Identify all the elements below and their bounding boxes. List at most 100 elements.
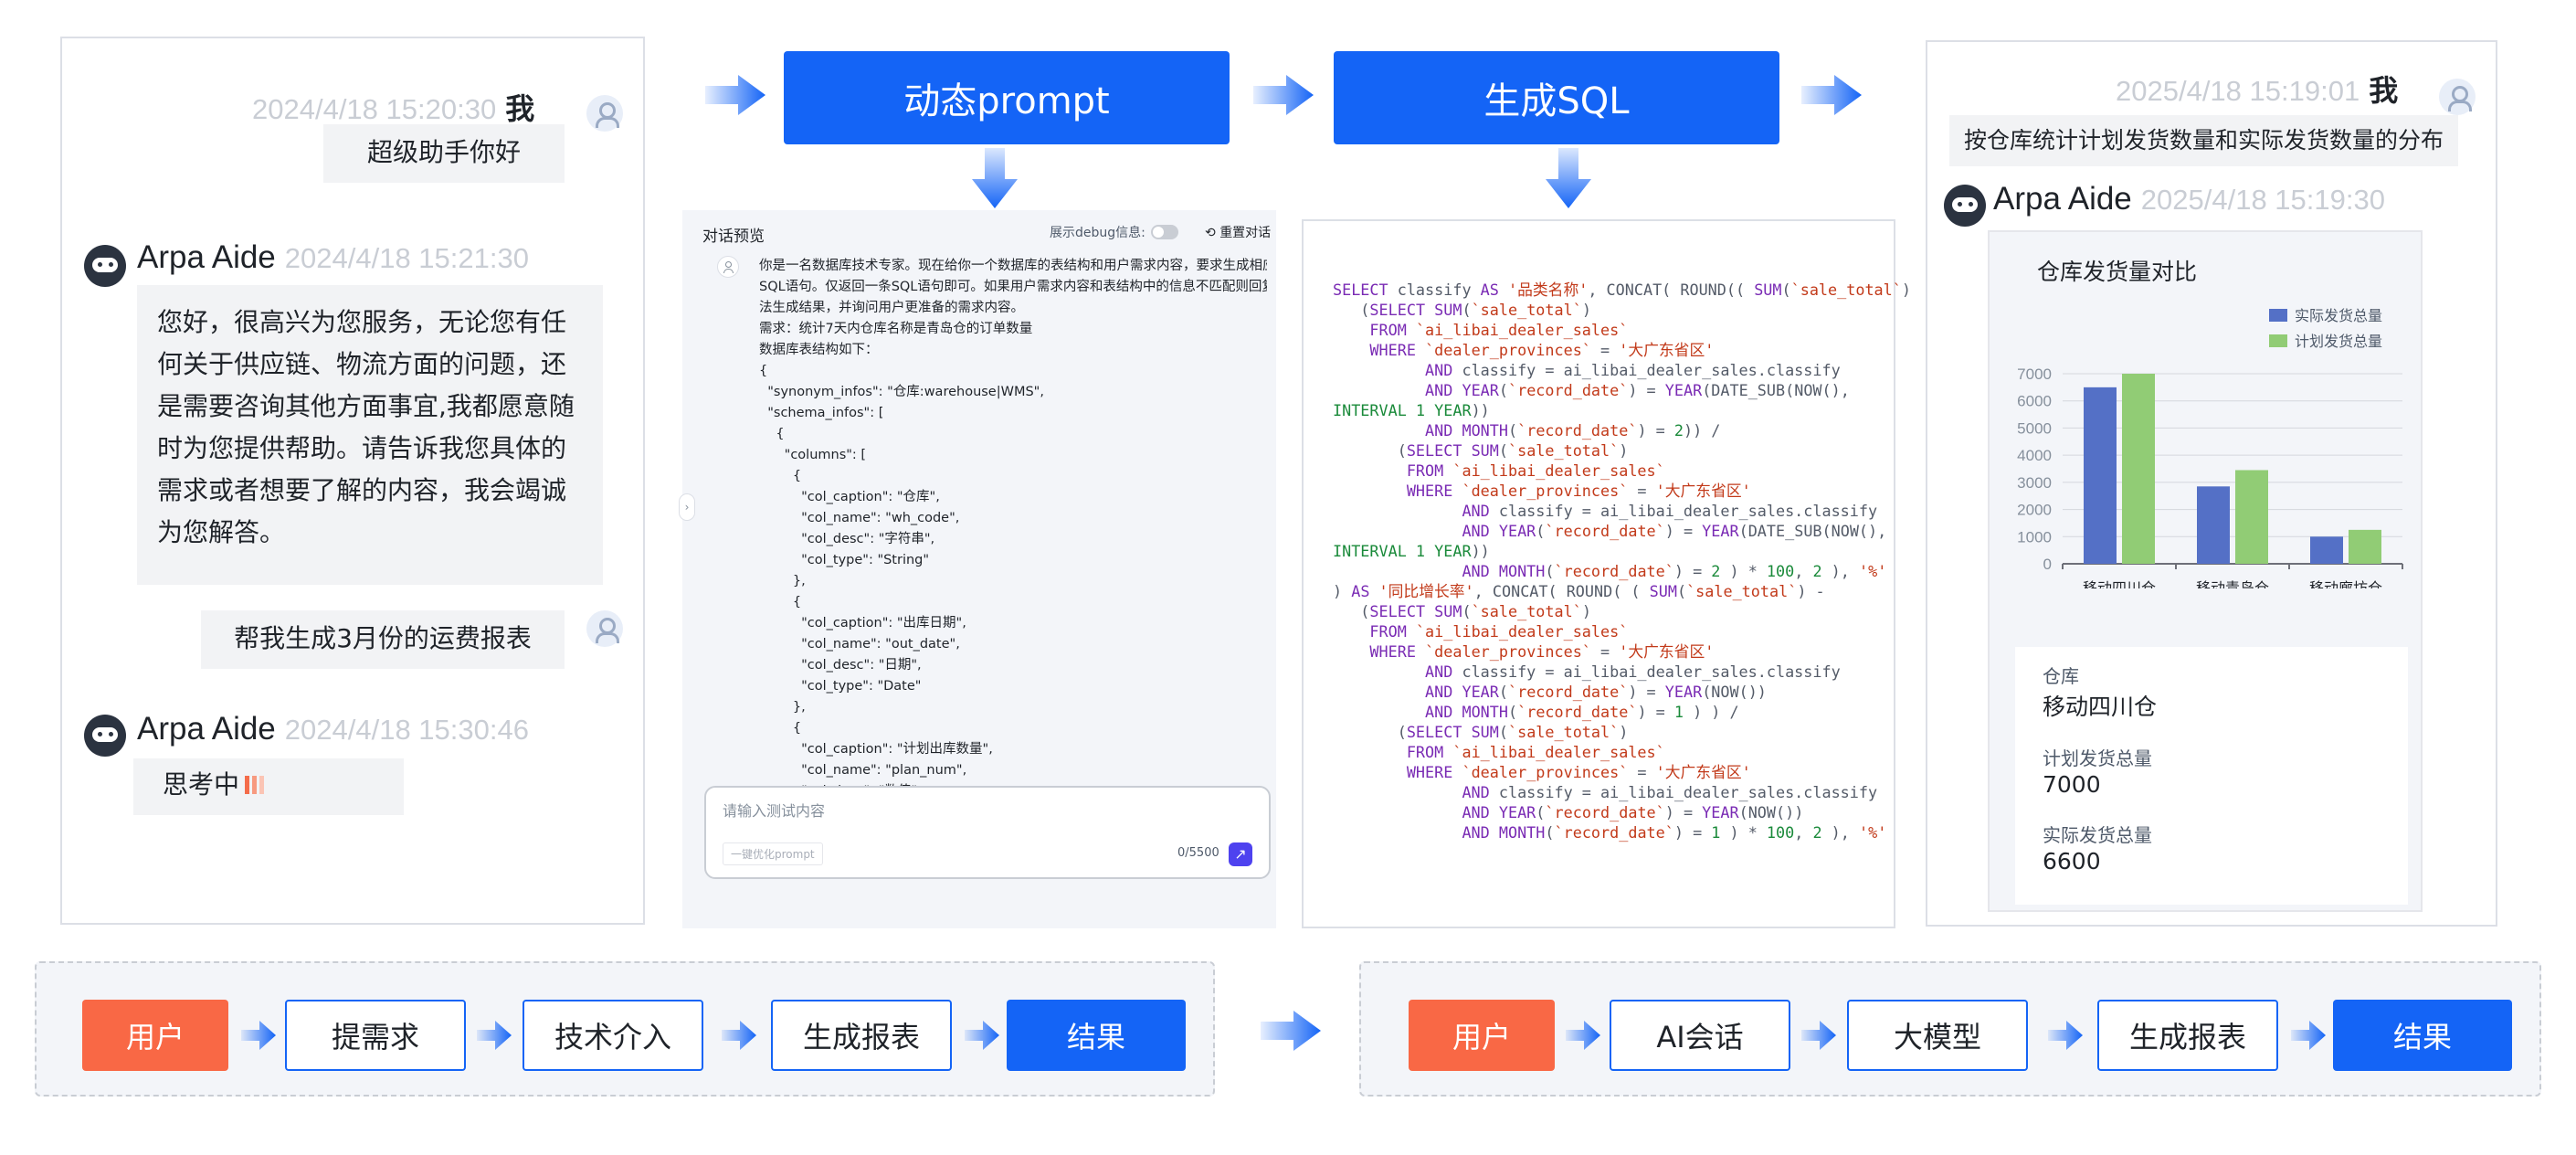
arrow-right-icon	[477, 1021, 512, 1050]
bot-avatar-icon	[84, 715, 126, 757]
x-category-label: 移动廊坊仓	[2309, 579, 2382, 588]
message-header: Arpa Aide 2025/4/18 15:19:30	[1993, 181, 2385, 217]
y-tick-label: 3000	[2017, 474, 2052, 492]
y-tick-label: 1000	[2017, 528, 2052, 546]
collapse-handle-icon[interactable]: ›	[679, 493, 695, 521]
chart-bar	[2084, 387, 2117, 564]
bot-name: Arpa Aide	[1993, 181, 2132, 217]
arrow-right-icon	[1253, 75, 1314, 115]
bar-chart: 01000200030004000500060007000移动四川仓移动青岛仓移…	[2017, 307, 2403, 588]
arrow-right-icon	[2048, 1021, 2083, 1050]
warehouse-label: 仓库	[2043, 665, 2079, 687]
debug-label: 展示debug信息:	[1050, 226, 1145, 240]
flow-node-report: 生成报表	[771, 1000, 952, 1071]
flow-node-result: 结果	[1007, 1000, 1186, 1071]
bot-avatar-icon	[84, 245, 126, 287]
sql-alias: '品类名称'	[1508, 281, 1589, 299]
thinking-text: 思考中	[163, 769, 240, 800]
chart-title: 仓库发货量对比	[2037, 259, 2198, 285]
flow-node-llm: 大模型	[1847, 1000, 2028, 1071]
arrow-down-icon	[1546, 148, 1591, 208]
sender-name: 我	[2369, 73, 2399, 108]
optimize-prompt-button[interactable]: 一键优化prompt	[723, 842, 823, 865]
arrow-right-icon	[722, 1021, 756, 1050]
plan-value: 7000	[2043, 771, 2101, 798]
arrow-right-icon	[705, 75, 765, 115]
flow-node-ai-chat: AI会话	[1610, 1000, 1790, 1071]
bot-name: Arpa Aide	[137, 239, 276, 275]
user-message-bubble: 帮我生成3月份的运费报表	[201, 610, 565, 669]
flow-node-request: 提需求	[285, 1000, 466, 1071]
chart-bar	[2349, 529, 2381, 564]
actual-value: 6600	[2043, 848, 2101, 874]
x-category-label: 移动青岛仓	[2196, 579, 2269, 588]
message-timestamp: 2024/4/18 15:30:46	[284, 714, 529, 746]
arrow-down-icon	[972, 148, 1018, 208]
user-avatar-icon	[2439, 79, 2476, 115]
y-tick-label: 7000	[2017, 366, 2052, 383]
data-tooltip-card: 仓库 移动四川仓 计划发货总量 7000 实际发货总量 6600	[2015, 647, 2408, 905]
preview-title: 对话预览	[702, 228, 765, 246]
message-timestamp: 2025/4/18 15:19:30	[2140, 184, 2385, 216]
prompt-content: 你是一名数据库技术专家。现在给你一个数据库的表结构和用户需求内容，要求生成相应的…	[759, 259, 1267, 799]
chart-bar	[2122, 374, 2155, 564]
legend-swatch	[2269, 334, 2287, 347]
send-icon[interactable]: ↗	[1229, 842, 1252, 866]
y-tick-label: 2000	[2017, 502, 2052, 519]
sender-name: 我	[505, 91, 535, 126]
result-panel: 2025/4/18 15:19:01 我 按仓库统计计划发货数量和实际发货数量的…	[1926, 40, 2497, 927]
bot-message-bubble: 您好，很高兴为您服务，无论您有任何关于供应链、物流方面的问题，还是需要咨询其他方…	[137, 285, 603, 585]
arrow-right-icon	[1801, 75, 1862, 115]
user-message-bubble: 按仓库统计计划发货数量和实际发货数量的分布	[1949, 115, 2459, 166]
reset-label: 重置对话	[1219, 226, 1272, 240]
debug-toggle[interactable]: 展示debug信息:	[1050, 223, 1178, 241]
arrow-right-icon	[1261, 1011, 1321, 1051]
chart-bar	[2310, 536, 2343, 564]
arrow-right-icon	[241, 1021, 276, 1050]
step-header-generate-sql: 生成SQL	[1334, 51, 1779, 144]
legend-label: 实际发货总量	[2295, 307, 2382, 324]
bot-name: Arpa Aide	[137, 711, 276, 747]
y-tick-label: 5000	[2017, 419, 2052, 437]
sql-province: '大广东省区'	[1619, 341, 1715, 359]
arrow-right-icon	[1566, 1021, 1600, 1050]
message-header: Arpa Aide 2024/4/18 15:21:30	[137, 239, 529, 276]
loading-icon	[245, 765, 267, 807]
test-input-box[interactable]: 请输入测试内容 一键优化prompt 0/5500 ↗	[704, 786, 1271, 879]
input-placeholder[interactable]: 请输入测试内容	[723, 802, 826, 820]
legend-label: 计划发货总量	[2295, 333, 2382, 350]
bot-avatar-icon	[1944, 185, 1986, 227]
sql-panel: SELECT classify AS '品类名称', CONCAT( ROUND…	[1302, 219, 1911, 928]
warehouse-value: 移动四川仓	[2043, 694, 2158, 720]
arrow-right-icon	[965, 1021, 999, 1050]
message-header: Arpa Aide 2024/4/18 15:30:46	[137, 711, 529, 747]
actual-label: 实际发货总量	[2043, 824, 2152, 846]
flow-node-user: 用户	[82, 1000, 228, 1071]
sql-code: SELECT classify AS '品类名称', CONCAT( ROUND…	[1333, 281, 1911, 842]
chart-bar	[2235, 470, 2268, 564]
user-avatar-icon	[586, 610, 623, 647]
message-header: 2025/4/18 15:19:01 我	[2116, 68, 2398, 110]
prompt-preview-panel: 对话预览 展示debug信息: ⟲ 重置对话 你是一名数据库技术专家。现在给你一…	[679, 210, 1276, 928]
user-avatar-icon	[586, 95, 623, 132]
legend-swatch	[2269, 309, 2287, 322]
step-header-dynamic-prompt: 动态prompt	[784, 51, 1230, 144]
arrow-right-icon	[2291, 1021, 2326, 1050]
toggle-switch[interactable]	[1150, 225, 1178, 239]
message-timestamp: 2024/4/18 15:21:30	[284, 242, 529, 274]
sql-alias: '同比增长率'	[1378, 582, 1474, 600]
chart-bar	[2197, 486, 2230, 564]
user-message-bubble: 超级助手你好	[323, 124, 565, 183]
reset-conversation-button[interactable]: ⟲ 重置对话	[1205, 223, 1271, 241]
flow-node-tech: 技术介入	[523, 1000, 703, 1071]
char-counter: 0/5500	[1177, 846, 1219, 860]
message-timestamp: 2025/4/18 15:19:01	[2116, 75, 2360, 107]
message-header: 2024/4/18 15:20:30 我	[252, 86, 534, 128]
chat-panel: 2024/4/18 15:20:30 我 超级助手你好 Arpa Aide 20…	[60, 37, 645, 925]
x-category-label: 移动四川仓	[2083, 579, 2156, 588]
sql-table: `ai_libai_dealer_sales`	[1415, 321, 1629, 339]
message-timestamp: 2024/4/18 15:20:30	[252, 93, 497, 125]
plan-label: 计划发货总量	[2043, 747, 2152, 769]
user-avatar-icon	[717, 256, 739, 278]
